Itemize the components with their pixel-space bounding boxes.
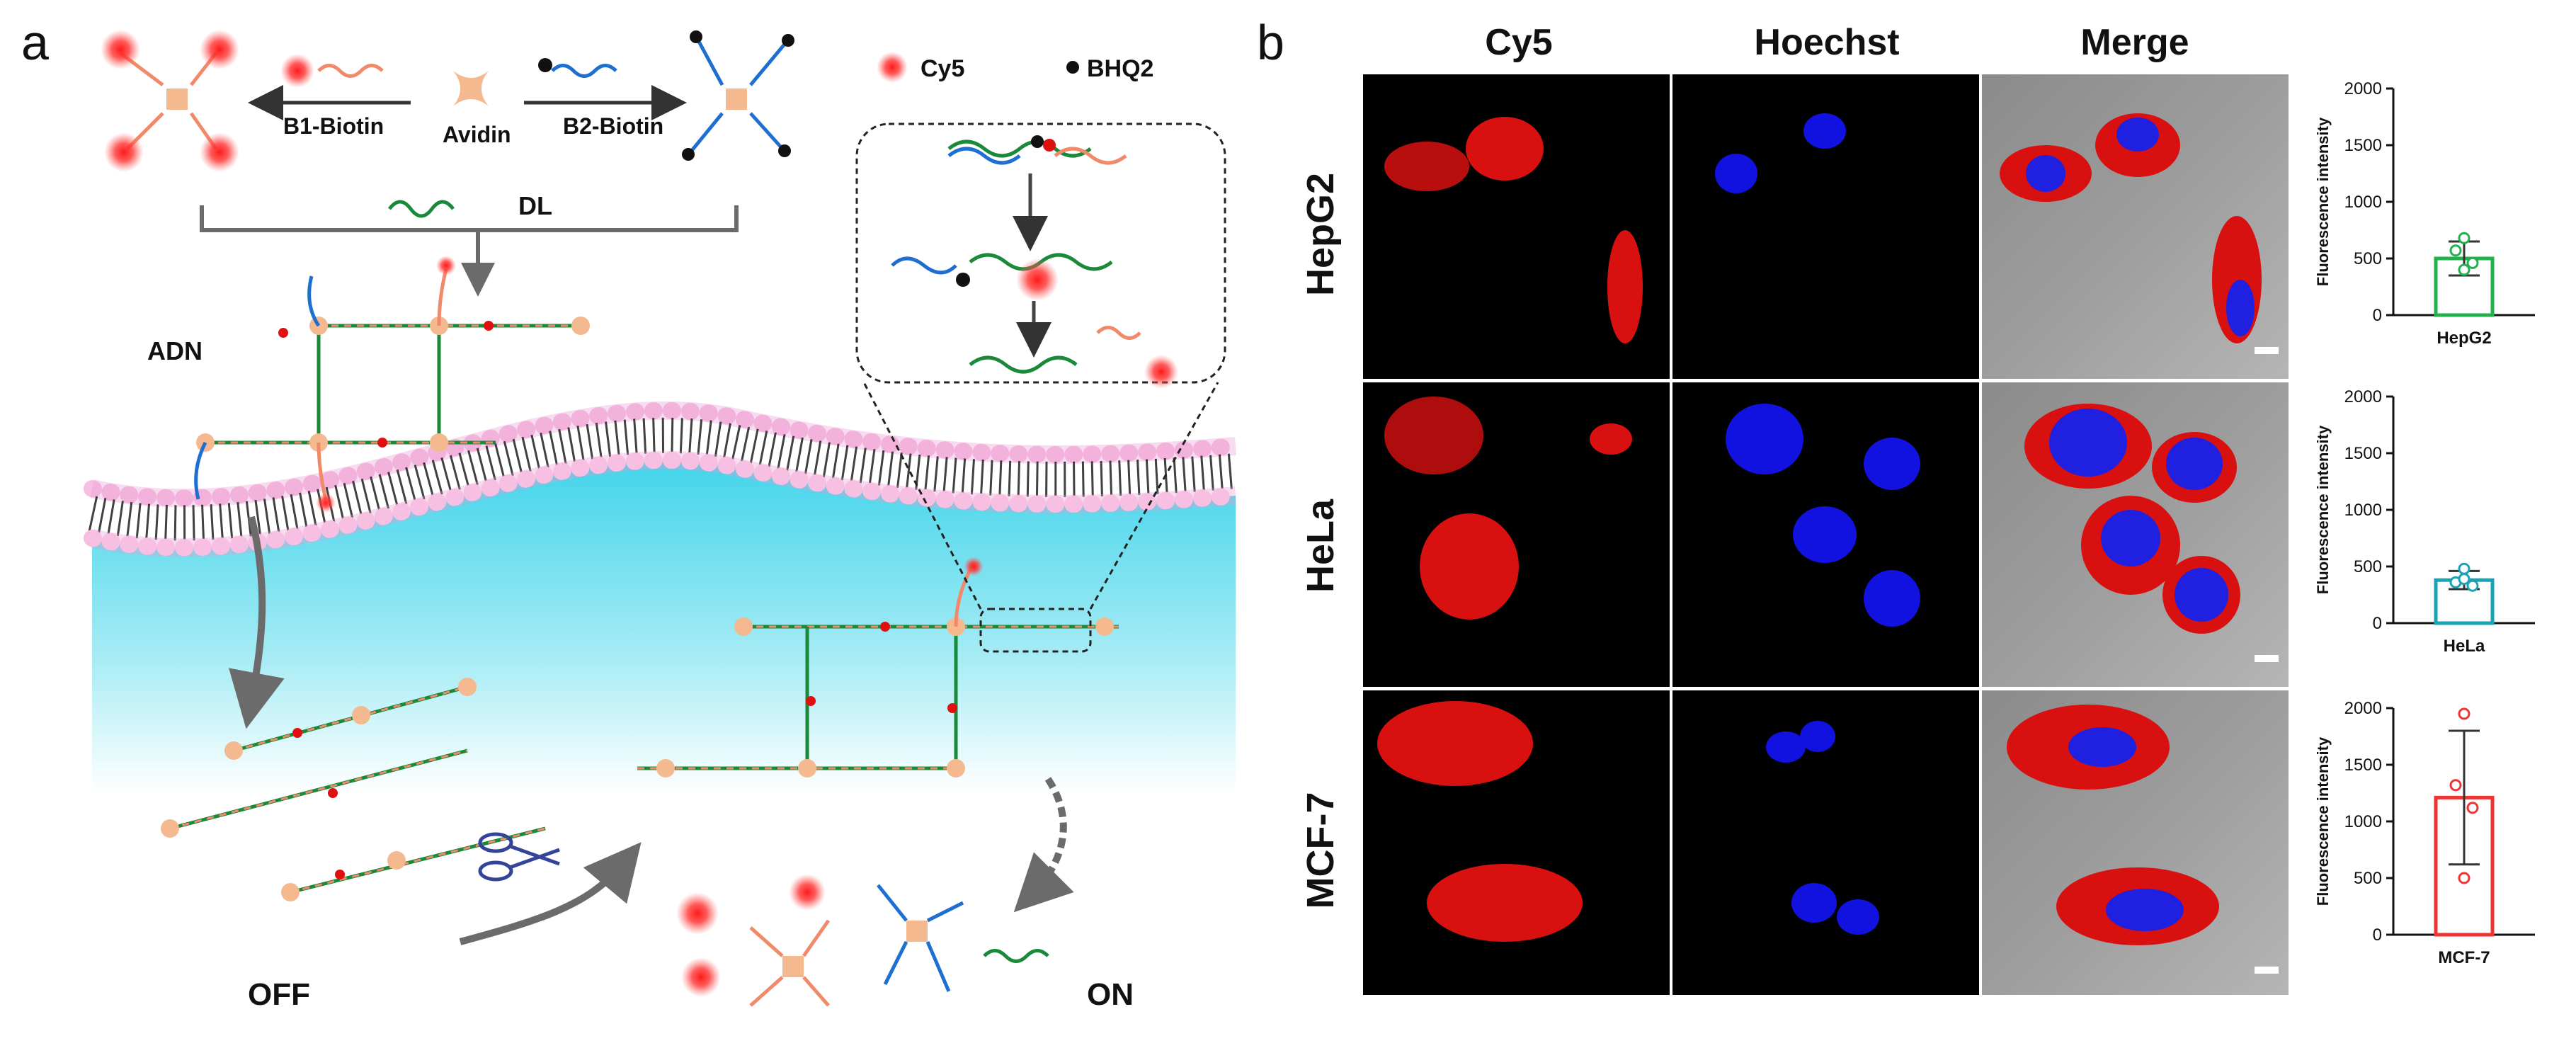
- micrograph-hela-hoechst: [1672, 382, 1979, 687]
- data-point: [2458, 707, 2470, 720]
- column-header-hoechst: Hoechst: [1754, 22, 1900, 63]
- x-category-label: HepG2: [2437, 329, 2491, 348]
- column-header-merge: Merge: [2080, 22, 2189, 63]
- on-network: [637, 382, 1219, 778]
- micrograph-mcf7-merge: [1982, 690, 2289, 995]
- scissors-icon: [478, 832, 560, 882]
- micrograph-hela-cy5: [1363, 382, 1670, 687]
- y-axis-title: Fluorescence intensity: [2314, 425, 2332, 594]
- x-category-label: MCF-7: [2438, 948, 2490, 967]
- legend-bhq2-label: BHQ2: [1087, 55, 1154, 82]
- y-tick-label: 1000: [2344, 812, 2382, 831]
- scale-bar: [2255, 655, 2279, 662]
- data-point: [2449, 779, 2462, 792]
- data-point: [2458, 573, 2470, 586]
- b1-biotin-label: B1-Biotin: [283, 113, 384, 139]
- dl-label: DL: [518, 191, 552, 220]
- cell-membrane: [84, 401, 1244, 557]
- data-point: [2458, 562, 2470, 575]
- legend-cy5-label: Cy5: [921, 55, 965, 82]
- bar-chart-mcf7: Fluorescence intensity 0 500 1000 1500 2000MC…: [2314, 699, 2535, 967]
- y-tick-label: 500: [2354, 869, 2382, 888]
- b2-biotin-label: B2-Biotin: [563, 113, 664, 139]
- micrograph-hela-merge: [1982, 382, 2289, 687]
- data-point: [2466, 256, 2479, 269]
- data-point: [2458, 872, 2470, 884]
- micrograph-mcf7-hoechst: [1672, 690, 1979, 995]
- row-header-hepg2: HepG2: [1299, 172, 1342, 297]
- y-tick-label: 0: [2373, 614, 2382, 633]
- y-tick-label: 1500: [2344, 136, 2382, 155]
- adn-label: ADN: [147, 336, 203, 365]
- off-network: [161, 678, 546, 901]
- y-tick-label: 1000: [2344, 501, 2382, 520]
- released-fragments: [676, 777, 1074, 1007]
- micrograph-hepg2-merge: [1982, 74, 2289, 379]
- on-label: ON: [1087, 977, 1134, 1012]
- zoom-box: [979, 608, 1092, 653]
- y-tick-label: 0: [2373, 925, 2382, 945]
- y-tick-label: 2000: [2344, 699, 2382, 718]
- panel-b-letter: b: [1257, 15, 1284, 70]
- micrograph-hepg2-cy5: [1363, 74, 1670, 379]
- panel-a-diagram: [84, 30, 1244, 1007]
- micrograph-mcf7-cy5: [1363, 690, 1670, 995]
- bar-chart-hela: Fluorescence intensity 0 500 1000 1500 2000He…: [2314, 387, 2535, 656]
- y-tick-label: 1500: [2344, 756, 2382, 775]
- b1-avidin-probe: [101, 30, 239, 172]
- y-tick-label: 1500: [2344, 444, 2382, 463]
- data-point: [2458, 263, 2470, 276]
- y-tick-label: 1000: [2344, 193, 2382, 212]
- y-tick-label: 500: [2354, 249, 2382, 268]
- data-point: [2466, 579, 2479, 592]
- y-tick-label: 0: [2373, 306, 2382, 325]
- y-tick-label: 2000: [2344, 387, 2382, 406]
- micrograph-hepg2-hoechst: [1672, 74, 1979, 379]
- bar-chart-hepg2: Fluorescence intensity 0 500 1000 1500 2000He…: [2314, 79, 2535, 348]
- b2-avidin-probe: [682, 30, 794, 161]
- row-header-mcf7: MCF-7: [1299, 792, 1342, 909]
- scale-bar: [2255, 347, 2279, 354]
- y-tick-label: 500: [2354, 557, 2382, 576]
- data-point: [2449, 244, 2462, 257]
- y-tick-label: 2000: [2344, 79, 2382, 98]
- zoom-inset: [855, 123, 1226, 389]
- adn-network-top: [194, 256, 590, 513]
- x-category-label: HeLa: [2444, 637, 2485, 656]
- scale-bar: [2255, 967, 2279, 974]
- y-axis-title: Fluorescence intensity: [2314, 736, 2332, 906]
- off-label: OFF: [248, 977, 310, 1012]
- avidin-icon: [453, 71, 489, 106]
- row-header-hela: HeLa: [1299, 499, 1342, 593]
- avidin-label: Avidin: [443, 122, 511, 147]
- y-axis-title: Fluorescence intensity: [2314, 117, 2332, 286]
- data-point: [2458, 232, 2470, 244]
- data-point: [2466, 802, 2479, 814]
- panel-a-letter: a: [21, 15, 49, 70]
- column-header-cy5: Cy5: [1485, 22, 1553, 63]
